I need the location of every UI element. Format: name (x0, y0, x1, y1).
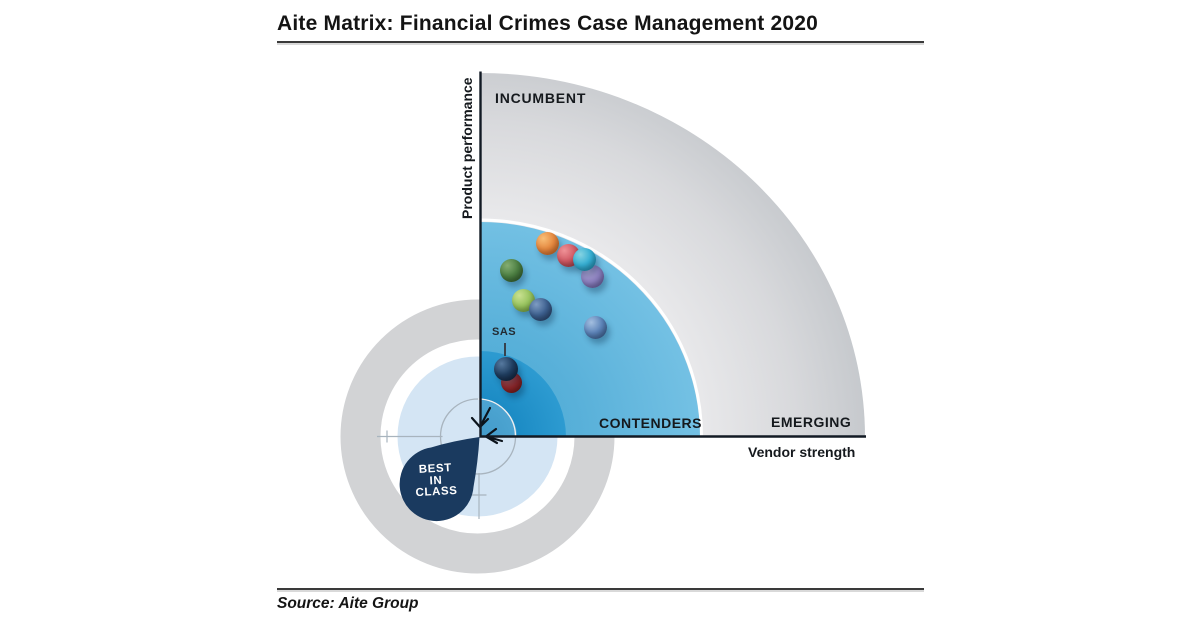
vendor-point (528, 297, 552, 321)
zone-label-contenders: CONTENDERS (599, 415, 703, 431)
page-title: Aite Matrix: Financial Crimes Case Manag… (277, 12, 819, 35)
sas-callout-label: SAS (492, 326, 517, 338)
best-in-class-label: BEST IN CLASS (405, 462, 467, 500)
title-rule (277, 41, 924, 43)
vendor-point (572, 247, 596, 271)
origin-circle-outline-light (477, 398, 517, 437)
vendor-point-sas (494, 357, 518, 381)
vendor-point (499, 258, 523, 282)
zone-rim-white (479, 218, 704, 438)
zone-label-incumbent: INCUMBENT (495, 90, 587, 106)
vendor-point (535, 231, 559, 255)
crosshair-left (377, 430, 443, 443)
zone-label-emerging: EMERGING (771, 414, 852, 430)
source-rule (277, 588, 924, 590)
best-in-class-teardrop (399, 437, 480, 522)
vendor-point (583, 315, 607, 339)
sas-callout-line (504, 343, 506, 356)
source-text: Source: Aite Group (277, 595, 419, 612)
y-axis-label: Product performance (459, 77, 475, 219)
x-axis-label: Vendor strength (748, 444, 856, 460)
crosshair-down (471, 473, 487, 519)
